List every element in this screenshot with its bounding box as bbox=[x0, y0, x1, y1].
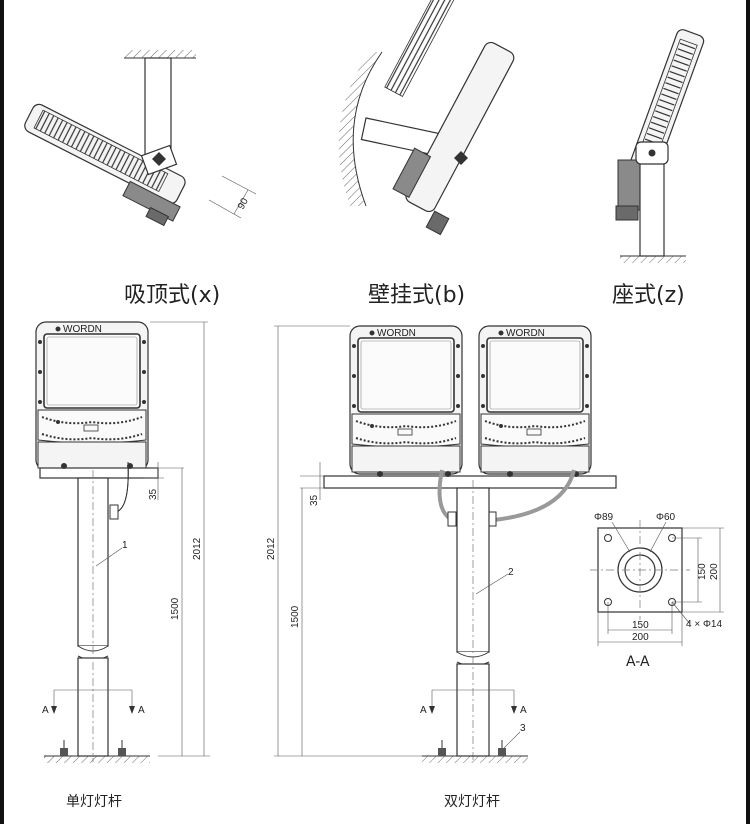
double-brand-label-right: WORDN bbox=[506, 328, 545, 339]
double-brand-label-left: WORDN bbox=[377, 328, 416, 339]
section-dim-width-inner: 150 bbox=[632, 620, 649, 631]
caption-double-pole: 双灯灯杆 bbox=[444, 794, 500, 810]
wall-mount-view bbox=[338, 0, 515, 236]
ceiling-dim-90: 90 bbox=[236, 196, 251, 211]
section-dim-height-inner: 150 bbox=[697, 563, 708, 580]
double-dim-pole: 1500 bbox=[290, 605, 301, 628]
single-section-mark-right: A bbox=[138, 705, 145, 716]
double-part-number: 2 bbox=[508, 567, 514, 578]
caption-base: 座式(z) bbox=[612, 283, 685, 308]
single-section-mark-left: A bbox=[42, 705, 49, 716]
ceiling-mount-view: 90 bbox=[24, 50, 257, 227]
double-dim-total: 2012 bbox=[266, 537, 277, 560]
double-section-mark-left: A bbox=[420, 705, 427, 716]
single-pole-view: WORDN A A 1 2012 150 bbox=[35, 321, 210, 763]
section-dim-outer-diameter: Φ89 bbox=[594, 512, 614, 523]
section-dim-width-outer: 200 bbox=[632, 632, 649, 643]
single-brand-label: WORDN bbox=[63, 324, 102, 335]
section-a-a-view: Φ89 Φ60 4 × Φ14 150 200 150 200 A-A bbox=[590, 512, 724, 670]
base-mount-view bbox=[615, 29, 705, 263]
single-dim-pole: 1500 bbox=[170, 597, 181, 620]
technical-drawing: 90 吸顶式(x) 壁挂式(b) 座式(z) WORDN bbox=[24, 0, 724, 810]
caption-wall: 壁挂式(b) bbox=[368, 283, 465, 308]
drawing-sheet: 90 吸顶式(x) 壁挂式(b) 座式(z) WORDN bbox=[4, 0, 746, 824]
section-caption: A-A bbox=[626, 654, 650, 670]
single-dim-plate: 35 bbox=[148, 488, 159, 500]
double-section-mark-right: A bbox=[520, 705, 527, 716]
single-dim-total: 2012 bbox=[192, 537, 203, 560]
caption-single-pole: 单灯灯杆 bbox=[66, 794, 122, 810]
double-pole-view: WORDN WORDN A A 2 3 bbox=[266, 325, 617, 763]
section-dim-height-outer: 200 bbox=[709, 563, 720, 580]
section-dim-holes: 4 × Φ14 bbox=[686, 619, 722, 630]
double-anchor-number: 3 bbox=[520, 723, 526, 734]
single-part-number: 1 bbox=[122, 540, 128, 551]
double-dim-plate: 35 bbox=[309, 494, 320, 506]
section-dim-inner-diameter: Φ60 bbox=[656, 512, 676, 523]
caption-ceiling: 吸顶式(x) bbox=[124, 283, 220, 308]
